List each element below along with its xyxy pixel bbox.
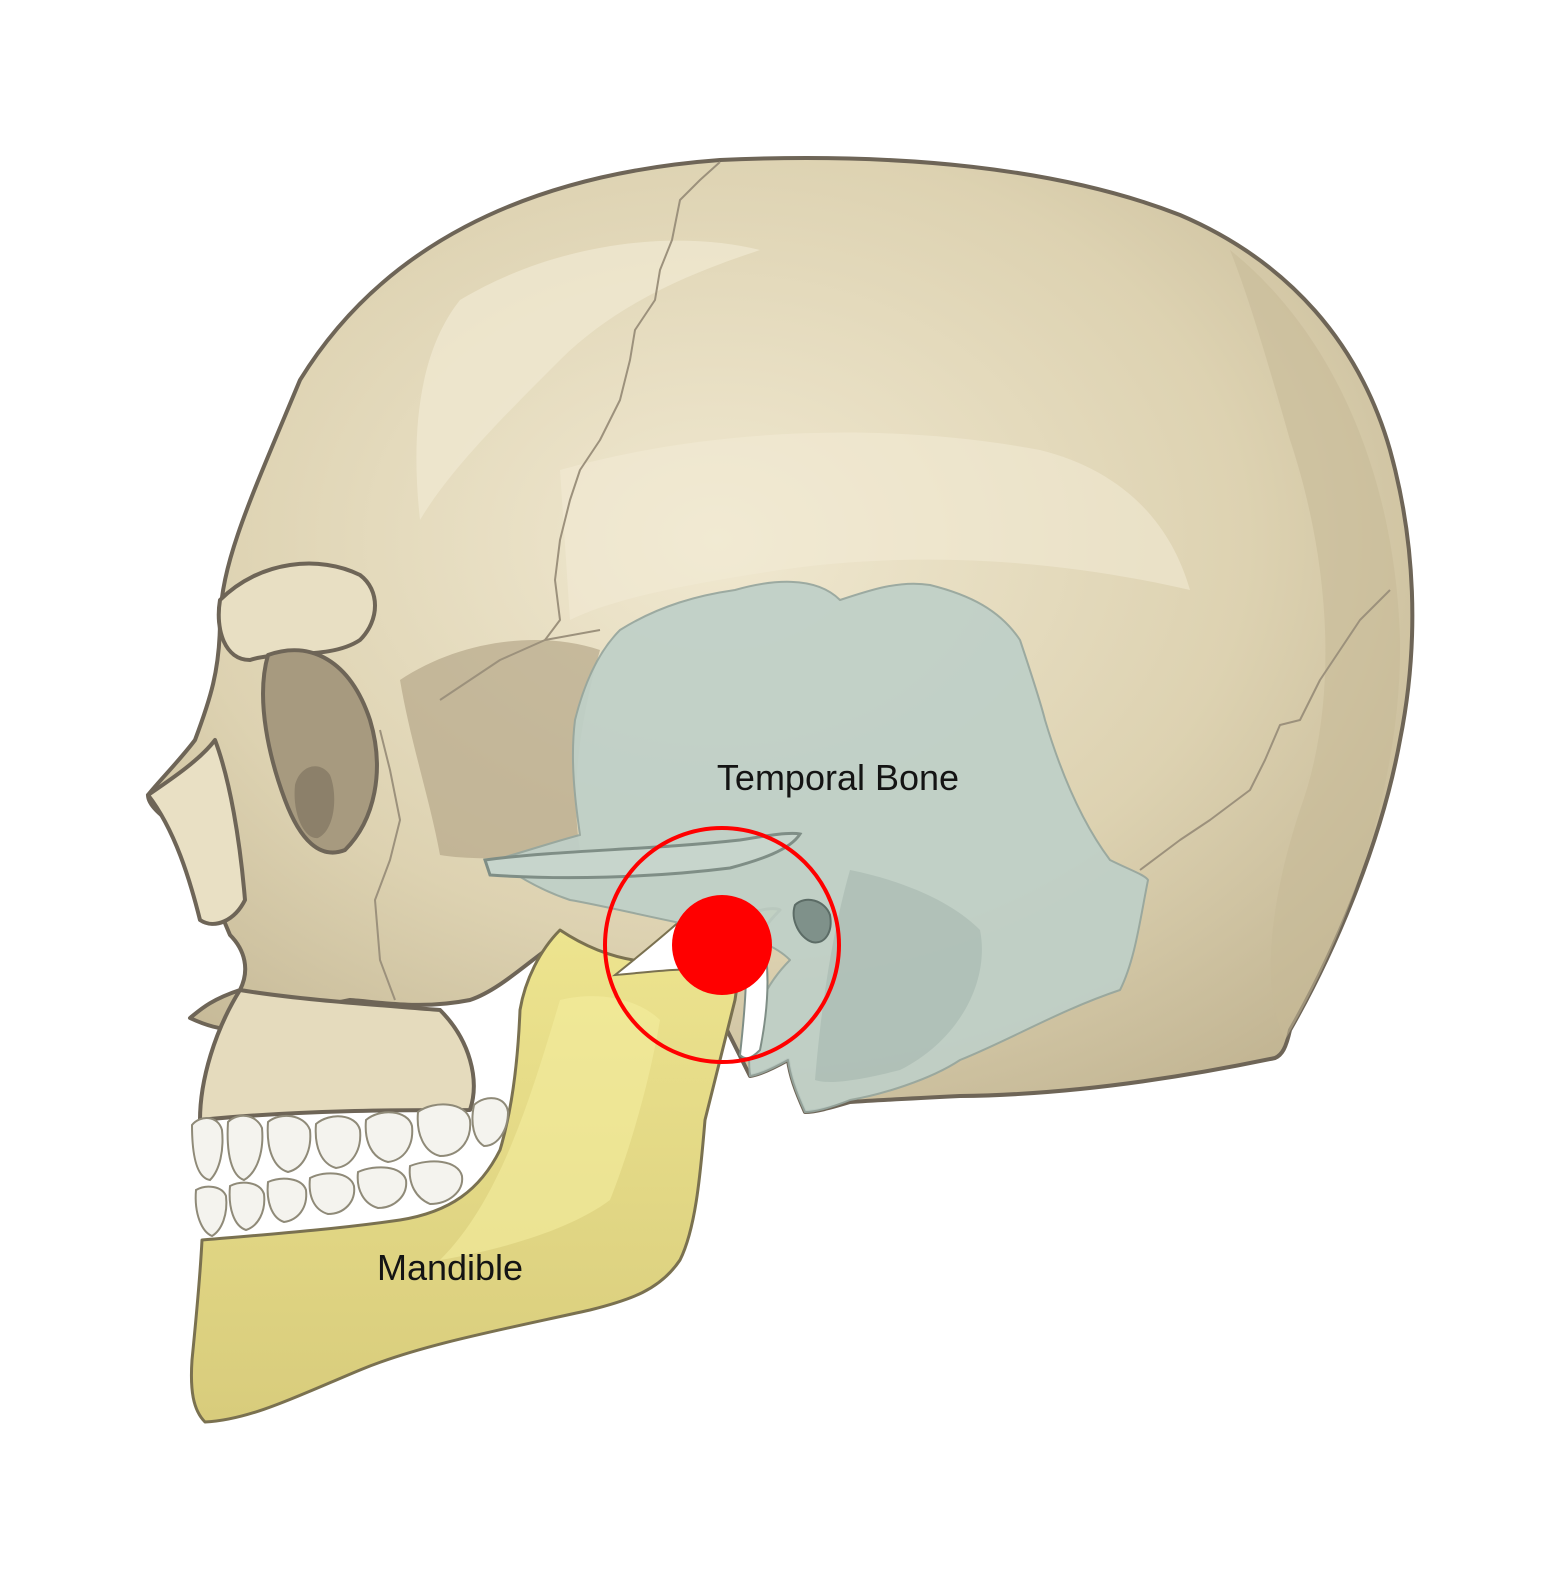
tooth-lower-3	[266, 1177, 308, 1224]
facial-suture	[374, 729, 401, 1001]
brow-ridge	[216, 561, 377, 662]
zygomatic-arch	[483, 831, 803, 880]
mandible-highlight	[440, 996, 660, 1260]
tooth-upper-1	[190, 1117, 224, 1182]
tmj-target-ring	[603, 826, 841, 1064]
tooth-upper-7	[471, 1097, 510, 1148]
tooth-upper-5	[364, 1111, 414, 1164]
nasal-opening	[146, 738, 247, 926]
red-target-circle-icon	[672, 895, 772, 995]
tooth-upper-6	[416, 1103, 472, 1158]
coronal-suture	[544, 161, 721, 641]
tooth-lower-2	[228, 1181, 266, 1232]
temporal-fossa-shade	[400, 640, 600, 859]
lower-teeth	[194, 1160, 464, 1238]
tooth-lower-5	[356, 1166, 408, 1210]
tooth-upper-3	[266, 1114, 312, 1174]
tooth-lower-6	[408, 1160, 464, 1206]
tooth-upper-4	[314, 1115, 362, 1170]
eye-orbit	[261, 648, 379, 855]
mandible-label: Mandible	[377, 1247, 523, 1288]
lambdoid-suture	[1139, 589, 1391, 871]
sphenoid-suture	[439, 629, 601, 701]
upper-teeth	[190, 1097, 510, 1182]
cranium-highlight	[416, 240, 760, 520]
tooth-lower-4	[308, 1172, 356, 1216]
cranium-back-shade	[1230, 250, 1401, 1040]
tooth-upper-2	[226, 1114, 264, 1182]
tooth-lower-1	[194, 1185, 228, 1238]
cranium-highlight-2	[560, 432, 1190, 620]
eye-orbit-inner	[294, 766, 335, 839]
temporal-bone-shadow	[815, 870, 982, 1082]
ear-canal	[792, 898, 832, 944]
maxilla	[198, 988, 476, 1122]
temporal-bone-label: Temporal Bone	[717, 757, 959, 798]
